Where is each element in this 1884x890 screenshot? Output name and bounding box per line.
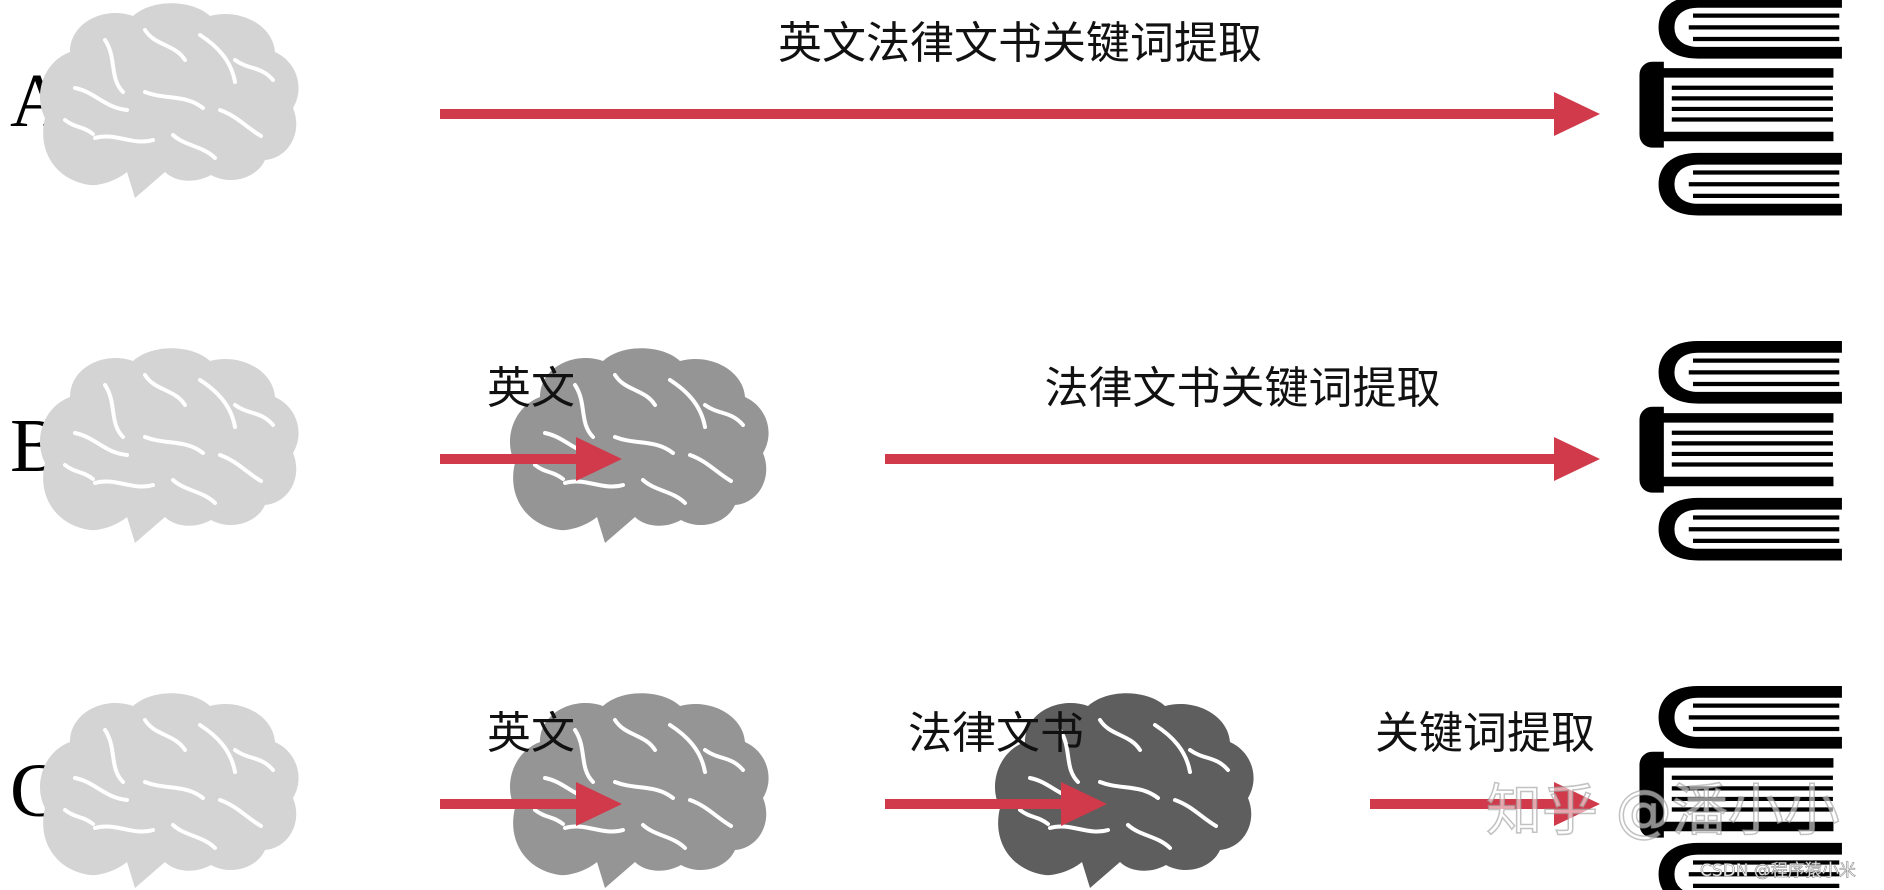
watermark: 知乎 @潘小小 CSDN @程序猿小米 (1485, 778, 1856, 881)
book-stack-icon (1640, 342, 1841, 560)
watermark-text: 知乎 @潘小小 (1486, 779, 1840, 844)
brain-icon (37, 1, 301, 201)
arrow (440, 782, 622, 826)
arrow-label: 关键词提取 (1375, 708, 1595, 759)
book-stack-icon (1640, 0, 1841, 215)
brain-icon (37, 691, 301, 890)
arrow-label: 英文 (487, 363, 575, 414)
arrow-label: 英文法律文书关键词提取 (778, 18, 1262, 69)
arrow (1370, 782, 1600, 826)
arrow (885, 782, 1107, 826)
brain-icon (37, 346, 301, 545)
diagram-row-c: C英文法律文书关键词提取 (10, 687, 1841, 890)
arrow (440, 92, 1600, 136)
watermark-subtext: CSDN @程序猿小米 (1700, 861, 1856, 881)
arrow-label: 英文 (487, 708, 575, 759)
arrow-label: 法律文书关键词提取 (1045, 363, 1441, 414)
arrow (440, 437, 622, 481)
rows-layer: A英文法律文书关键词提取B英文法律文书关键词提取C英文法律文书关键词提取 (10, 0, 1841, 890)
diagram-row-b: B英文法律文书关键词提取 (10, 342, 1841, 560)
arrow (885, 437, 1600, 481)
arrow-label: 法律文书 (908, 708, 1084, 759)
